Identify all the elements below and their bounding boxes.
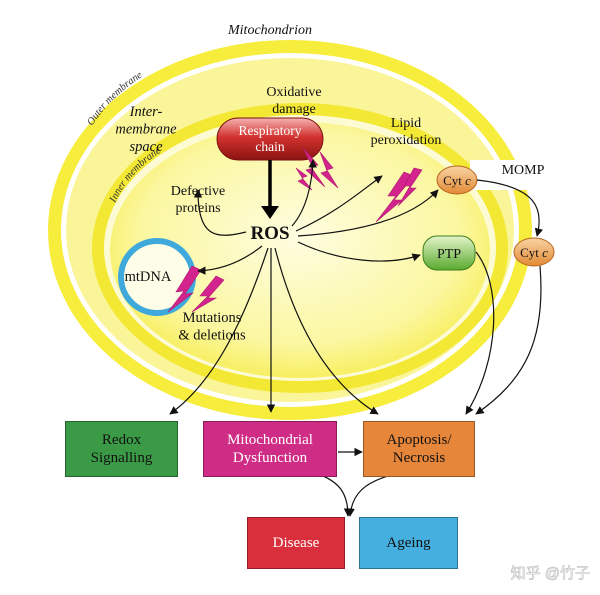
- arrow-dysfunction-to-outcomes: [317, 473, 353, 517]
- momp-gap: [470, 160, 550, 190]
- cytc-outer-shape: [513, 237, 555, 267]
- apoptosis-necrosis-box: Apoptosis/ Necrosis: [363, 421, 475, 477]
- watermark: 知乎 @竹子: [511, 565, 590, 582]
- arrow-cytc-to-apoptosis: [475, 265, 542, 415]
- arrow-to-redox: [169, 247, 269, 415]
- arrow-to-respiratory-chain: [291, 159, 317, 227]
- lightning-icon: [375, 167, 423, 223]
- arrow-cytc-out: [476, 179, 543, 237]
- arrow-to-lipid: [295, 175, 383, 232]
- arrow-to-mtdna: [197, 245, 263, 275]
- ptp-channel: [422, 235, 476, 271]
- cytc-inner-label: Cyt c: [443, 173, 471, 188]
- arrow-ptp-to-apoptosis: [465, 251, 495, 415]
- mtdna-label: mtDNA: [125, 269, 172, 285]
- pathway-arrows: [169, 159, 543, 517]
- mitochondrial-dysfunction-box: Mitochondrial Dysfunction: [203, 421, 337, 477]
- arrow-apoptosis-to-outcomes: [346, 473, 396, 517]
- lightning-icon: [295, 147, 339, 191]
- ptp-label: PTP: [437, 247, 461, 262]
- arrow-to-defective-proteins: [193, 189, 247, 236]
- disease-box: Disease: [247, 517, 345, 569]
- cytc-outer-label: Cyt c: [520, 245, 548, 260]
- arrow-to-apoptosis: [274, 247, 379, 415]
- mutations-deletions-label: Mutations& deletions: [178, 310, 246, 343]
- momp-label: MOMP: [502, 163, 545, 178]
- ros-label: ROS: [250, 223, 289, 244]
- ageing-box: Ageing: [359, 517, 458, 569]
- mitochondrion-title: Mitochondrion: [227, 23, 312, 38]
- arrow-to-cytc: [297, 189, 439, 237]
- ros-arrow: [261, 160, 279, 219]
- redox-signalling-box: Redox Signalling: [65, 421, 178, 477]
- arrow-to-ptp: [297, 241, 421, 262]
